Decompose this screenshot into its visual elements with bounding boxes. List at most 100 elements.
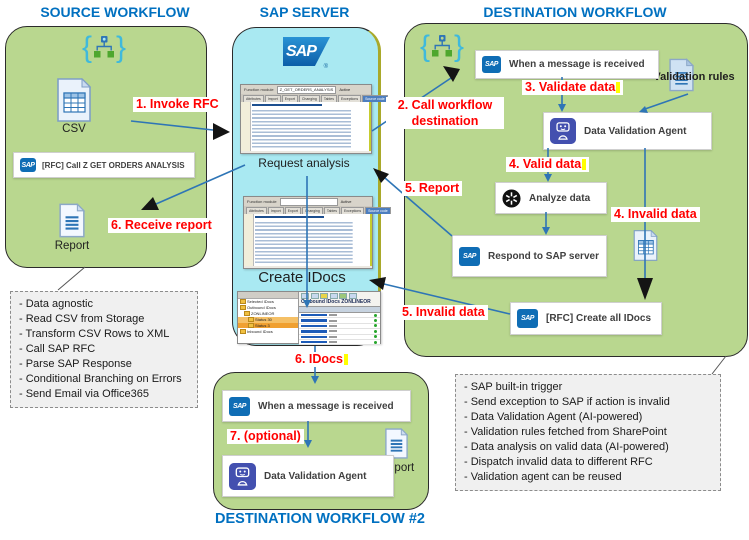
- status-active: Active: [340, 199, 352, 204]
- arrowhead-black-invoke: [213, 123, 230, 140]
- sap-server-title: SAP SERVER: [259, 4, 350, 20]
- editor-tab-strip: Attributes Import Export Changing Tables…: [244, 206, 391, 214]
- idoc-row: [299, 313, 380, 319]
- tree-item: Selected IDocs: [238, 299, 298, 305]
- tab: Tables: [320, 95, 337, 102]
- tab: Changing: [301, 207, 323, 214]
- idoc-row: [299, 323, 380, 330]
- workflow-icon: { }: [420, 32, 464, 62]
- function-module-label: Function module: [247, 199, 277, 204]
- code-first-line: [255, 216, 325, 218]
- editor-tab-strip: Attributes Import Export Changing Tables…: [241, 94, 388, 102]
- report-caption: Report: [54, 240, 90, 252]
- tab: Attributes: [246, 207, 267, 214]
- note-line: - Validation rules fetched from SharePoi…: [464, 426, 667, 438]
- label-invoke-rfc: 1. Invoke RFC: [133, 97, 222, 112]
- idoc-toolbar: [299, 292, 380, 299]
- note-line: - Call SAP RFC: [19, 343, 96, 355]
- status-active: Active: [339, 87, 351, 92]
- note-line: - Data Validation Agent (AI-powered): [464, 411, 643, 423]
- tab: Export: [281, 95, 298, 102]
- sap-icon: SAP: [482, 56, 501, 73]
- note-line: - Transform CSV Rows to XML: [19, 328, 170, 340]
- label-call-workflow-destination: 2. Call workflow destination: [386, 97, 504, 129]
- robot-icon: [550, 118, 576, 144]
- sap-logo: SAP ®: [283, 37, 330, 70]
- code-lines: [252, 108, 365, 149]
- note-line: - Read CSV from Storage: [19, 313, 145, 325]
- rfc-call-label: [RFC] Call Z GET ORDERS ANALYSIS: [42, 160, 185, 170]
- note-line: - Dispatch invalid data to different RFC: [464, 456, 653, 468]
- note-line: - Data analysis on valid data (AI-powere…: [464, 441, 669, 453]
- tab: Export: [284, 207, 301, 214]
- idoc-row: [299, 318, 380, 324]
- idocs-screenshot: Selected IDocs Outbound IDocs ZONLINEOR …: [237, 291, 381, 346]
- line-number-gutter: [244, 214, 254, 266]
- line-number-gutter: [241, 102, 251, 151]
- label-invalid-data: 4. Invalid data: [611, 207, 700, 222]
- idoc-table-header: [299, 306, 380, 313]
- code-area: [244, 214, 372, 266]
- label-valid-data: 4. Valid data: [506, 157, 590, 172]
- note-line: - Validation agent can be reused: [464, 471, 622, 483]
- sap-logo-reg: ®: [323, 64, 328, 70]
- tab-selected: Source code: [365, 207, 391, 214]
- invalid-data-spreadsheet-icon: [633, 230, 658, 261]
- report-icon: [59, 203, 86, 238]
- data-validation-agent-action: Data Validation Agent: [543, 112, 712, 150]
- rfc-create-idocs-label: [RFC] Create all IDocs: [546, 313, 652, 324]
- openai-icon: [502, 188, 521, 208]
- idoc-list-panel: Outbound IDocs ZONLINEOR: [299, 292, 380, 346]
- brace-right: }: [454, 30, 465, 63]
- label-report: 5. Report: [402, 181, 463, 196]
- tab: Tables: [323, 207, 340, 214]
- sap-icon: SAP: [229, 396, 250, 416]
- source-notes-box: - Data agnostic - Read CSV from Storage …: [10, 291, 198, 408]
- note-line: - Parse SAP Response: [19, 358, 132, 370]
- label-invalid-data-5: 5. Invalid data: [399, 305, 488, 320]
- source-workflow-title: SOURCE WORKFLOW: [40, 4, 190, 20]
- brace-left: {: [420, 30, 431, 63]
- tree-item-highlighted: Status 30: [238, 316, 298, 323]
- idoc-row: [299, 334, 380, 340]
- sap-icon: SAP: [20, 158, 36, 172]
- code-area: [241, 102, 371, 151]
- note-line: - Send Email via Office365: [19, 388, 150, 400]
- code-lines: [255, 220, 366, 264]
- message-received-action: SAP When a message is received: [475, 50, 659, 79]
- function-module-label: Function module: [244, 87, 274, 92]
- abap-editor-screenshot-1: Function module Z_GET_ORDERS_ANALYSIS Ac…: [240, 84, 388, 154]
- tree-header: [238, 292, 298, 299]
- tab: Attributes: [243, 95, 264, 102]
- validation-rules-caption: Validation rules: [653, 71, 735, 83]
- csv-file-icon: [57, 78, 92, 122]
- tab: Exceptions: [340, 207, 365, 214]
- report-icon-2: [385, 428, 409, 459]
- tab: Changing: [298, 95, 320, 102]
- sap-icon: SAP: [517, 309, 538, 328]
- note-line: - Send exception to SAP if action is inv…: [464, 396, 670, 408]
- rfc-create-idocs-action: SAP [RFC] Create all IDocs: [510, 302, 662, 335]
- analyze-data-label: Analyze data: [529, 192, 591, 204]
- request-analysis-caption: Request analysis: [258, 156, 350, 170]
- idoc-tree-panel: Selected IDocs Outbound IDocs ZONLINEOR …: [238, 292, 299, 343]
- create-idocs-caption: Create IDocs: [258, 269, 346, 286]
- note-line: - SAP built-in trigger: [464, 381, 563, 393]
- workflow-tree-icon: [432, 35, 453, 57]
- data-validation-agent-action-2: Data Validation Agent: [222, 455, 394, 497]
- robot-icon: [229, 462, 256, 490]
- brace-left: {: [82, 31, 93, 64]
- message-received-label: When a message is received: [509, 59, 645, 70]
- brace-right: }: [116, 31, 127, 64]
- label-idocs: 6. IDocs: [292, 352, 351, 367]
- label-optional: 7. (optional): [227, 429, 304, 444]
- note-line: - Data agnostic: [19, 298, 93, 310]
- data-validation-agent-label: Data Validation Agent: [584, 125, 687, 137]
- tree-item-highlighted: Status 3: [238, 322, 298, 329]
- function-module-name: Z_GET_ORDERS_ANALYSIS: [276, 85, 337, 94]
- tree-item: ZONLINEOR: [238, 311, 298, 317]
- sap-logo-text: SAP: [286, 42, 317, 60]
- idoc-row: [299, 329, 380, 335]
- destination-workflow2-title: DESTINATION WORKFLOW #2: [215, 511, 425, 527]
- idoc-row: [299, 339, 380, 346]
